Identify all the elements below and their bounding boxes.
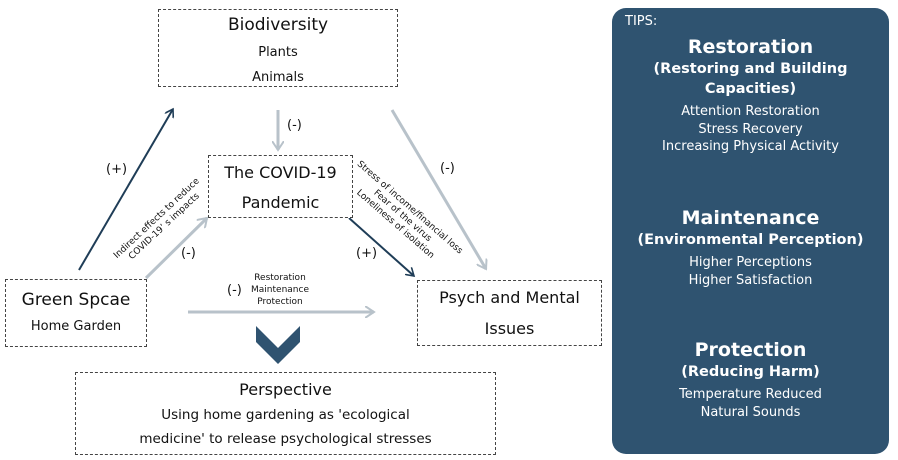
node-biodiversity: Biodiversity Plants Animals (158, 9, 398, 87)
tip-section-maintenance: Maintenance (Environmental Perception) H… (612, 206, 889, 289)
node-title: Biodiversity (227, 15, 329, 35)
edge-sign-bio-to-covid: (-) (287, 118, 302, 133)
node-text: Using home gardening as 'ecological (161, 407, 410, 423)
tip-section-restoration: Restoration (Restoring and Building Capa… (612, 35, 889, 156)
tip-item: Attention Restoration (681, 104, 820, 119)
tip-subheading: (Environmental Perception) (637, 232, 864, 248)
edge-sign-green-to-psych: (-) (227, 283, 242, 298)
node-title: Issues (484, 319, 535, 338)
tip-section-protection: Protection (Reducing Harm) Temperature R… (612, 338, 889, 421)
tip-item: Temperature Reduced (679, 387, 822, 402)
tip-heading: Restoration (687, 36, 814, 58)
edge-label-green-to-psych: Restoration Maintenance Protection (245, 272, 315, 308)
node-title: Pandemic (241, 193, 320, 212)
edge-sign-bio-to-psych: (-) (440, 161, 455, 176)
edge-sign-covid-to-psych: (+) (356, 246, 378, 261)
tip-item: Higher Perceptions (689, 255, 812, 270)
tip-item: Increasing Physical Activity (662, 139, 839, 154)
tip-heading: Protection (694, 339, 807, 361)
tips-label: TIPS: (625, 14, 658, 29)
arrow-green-to-biodiversity (78, 109, 173, 271)
node-item: Animals (252, 70, 304, 85)
arrow-biodiversity-to-psych (390, 109, 486, 269)
arrow-covid-to-psych (348, 217, 414, 276)
tips-panel: TIPS: Restoration (Restoring and Buildin… (612, 8, 889, 454)
node-perspective: Perspective Using home gardening as 'eco… (75, 372, 496, 455)
node-green-space: Green Spcae Home Garden (5, 279, 147, 347)
arrow-green-to-covid (144, 218, 207, 280)
tip-subheading: Capacities) (704, 81, 797, 97)
node-subtitle: Home Garden (30, 319, 122, 334)
tip-subheading: (Restoring and Building (653, 61, 848, 77)
node-psych-mental-issues: Psych and Mental Issues (417, 280, 602, 346)
edge-sign-green-to-bio: (+) (106, 162, 128, 177)
node-title: Perspective (239, 380, 332, 399)
node-title: Green Spcae (21, 290, 131, 310)
tip-item: Natural Sounds (700, 404, 801, 420)
node-title: The COVID-19 (224, 163, 337, 182)
node-title: Psych and Mental (439, 288, 580, 307)
node-item: Plants (258, 45, 298, 60)
edge-label-line: Protection (257, 297, 303, 307)
edge-sign-green-to-covid: (-) (181, 246, 196, 261)
node-text: medicine' to release psychological stres… (139, 431, 432, 447)
tip-item: Higher Satisfaction (688, 272, 813, 288)
edge-label-line: Maintenance (251, 285, 309, 295)
chevron-down-icon (256, 326, 300, 364)
tip-item: Stress Recovery (698, 121, 803, 137)
tip-subheading: (Reducing Harm) (681, 364, 820, 380)
edge-label-line: Restoration (254, 273, 306, 283)
tip-heading: Maintenance (681, 207, 820, 229)
node-covid-pandemic: The COVID-19 Pandemic (208, 155, 353, 218)
